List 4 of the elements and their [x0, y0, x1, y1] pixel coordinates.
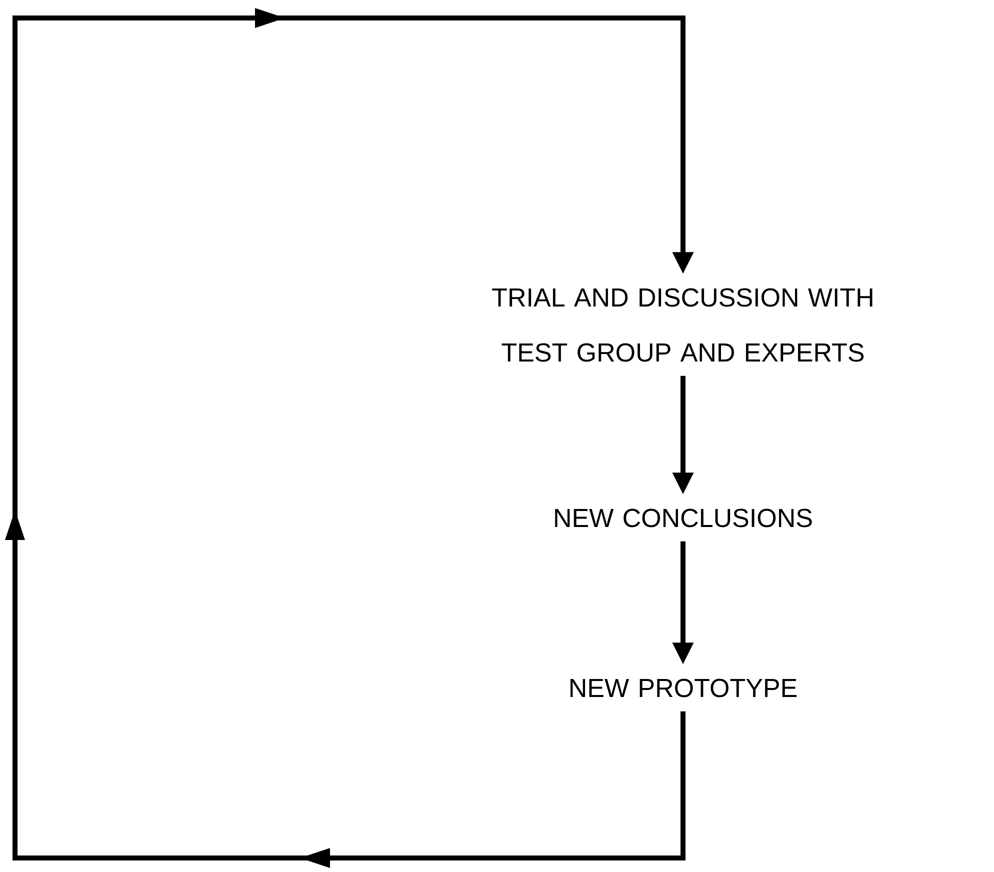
- loop-arrow: [5, 8, 694, 868]
- step-text: NEW CONCLUSIONS: [555, 508, 812, 528]
- step-text: NEW PROTOTYPE: [570, 678, 797, 698]
- step-text: TRIAL AND DISCUSSION WITH TEST GROUP AND EXPERTS: [492, 288, 872, 362]
